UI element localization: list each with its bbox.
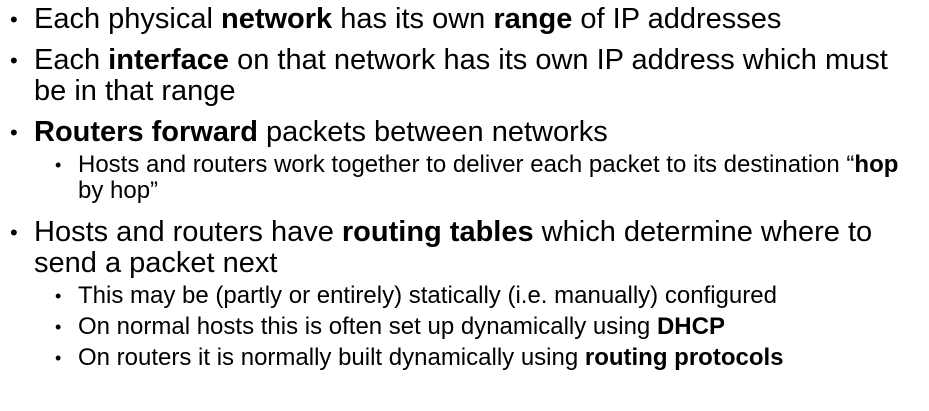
- bullet-networks: • Each physical network has its own rang…: [0, 4, 929, 35]
- bullet-dot-icon: •: [55, 155, 62, 175]
- bullet-dot-icon: •: [55, 317, 62, 337]
- sub-bullet-text: Hosts and routers work together to deliv…: [78, 151, 899, 204]
- bullet-dot-icon: •: [10, 220, 18, 245]
- bullet-interface: • Each interface on that network has its…: [0, 45, 929, 107]
- bullet-text: Each interface on that network has its o…: [34, 44, 888, 107]
- sub-bullet-static-config: • This may be (partly or entirely) stati…: [0, 283, 929, 309]
- sub-bullet-text: On normal hosts this is often set up dyn…: [78, 313, 725, 340]
- sub-bullet-text: On routers it is normally built dynamica…: [78, 344, 784, 371]
- bullet-routing-tables: • Hosts and routers have routing tables …: [0, 217, 929, 279]
- sub-bullet-dhcp: • On normal hosts this is often set up d…: [0, 314, 929, 340]
- sub-bullet-routing-protocols: • On routers it is normally built dynami…: [0, 345, 929, 371]
- bullet-routers-forward: • Routers forward packets between networ…: [0, 117, 929, 148]
- sub-bullet-hop-by-hop: • Hosts and routers work together to del…: [0, 152, 929, 204]
- sub-bullet-text: This may be (partly or entirely) statica…: [78, 282, 777, 309]
- bullet-dot-icon: •: [55, 286, 62, 306]
- bullet-text: Routers forward packets between networks: [34, 116, 608, 148]
- bullet-dot-icon: •: [10, 48, 18, 73]
- bullet-text: Hosts and routers have routing tables wh…: [34, 216, 873, 279]
- bullet-text: Each physical network has its own range …: [34, 3, 782, 35]
- bullet-dot-icon: •: [10, 7, 18, 32]
- bullet-dot-icon: •: [10, 120, 18, 145]
- bullet-dot-icon: •: [55, 348, 62, 368]
